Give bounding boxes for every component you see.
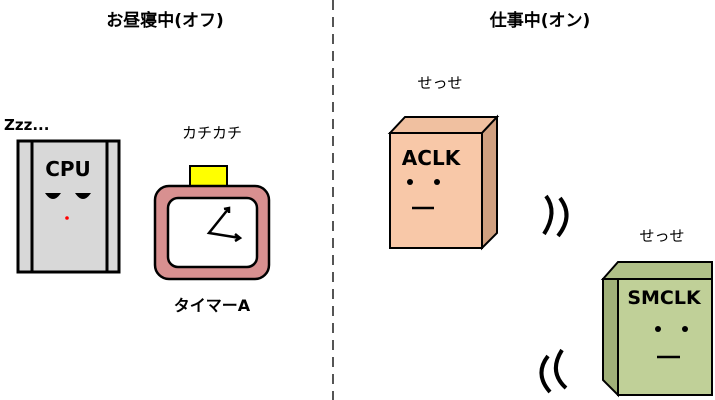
- sleep-text: Zzz...: [4, 116, 49, 134]
- tick-text: カチカチ: [182, 124, 242, 142]
- aclk-block: [387, 114, 500, 251]
- timer-a: [153, 165, 271, 281]
- vibration-icon: [542, 194, 569, 238]
- clock-hands-icon: [206, 206, 243, 243]
- on-title: 仕事中(オン): [489, 10, 591, 31]
- smclk-busy-text: せっせ: [639, 227, 684, 245]
- cpu-label: CPU: [45, 157, 91, 181]
- cpu-block: [16, 139, 121, 274]
- timer-button: [189, 165, 228, 187]
- vibration-icon: [539, 348, 568, 394]
- aclk-busy-text: せっせ: [417, 74, 462, 92]
- timer-label: タイマーA: [174, 296, 251, 315]
- mouth-icon: [65, 216, 69, 220]
- smclk-block: [600, 261, 713, 398]
- off-title: お昼寝中(オフ): [106, 10, 224, 31]
- aclk-label: ACLK: [402, 146, 462, 170]
- smclk-label: SMCLK: [627, 287, 702, 309]
- sleeping-eyes-icon: [44, 193, 92, 199]
